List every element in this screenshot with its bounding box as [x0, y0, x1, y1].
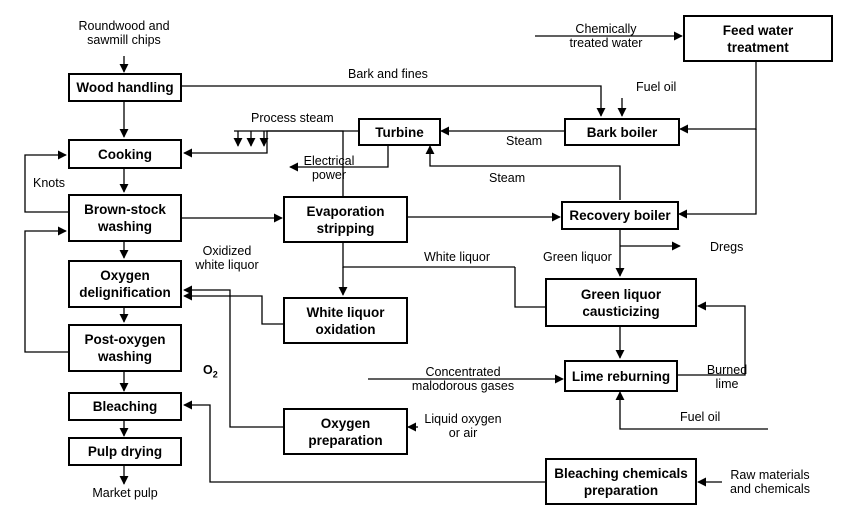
white-liquor-oxidation-node: White liquor oxidation: [283, 297, 408, 344]
green-liquor-causticizing-node: Green liquor causticizing: [545, 278, 697, 327]
turbine-node: Turbine: [358, 118, 441, 146]
wood-handling-node: Wood handling: [68, 73, 182, 102]
bleaching-chemicals-preparation-node: Bleaching chemicals preparation: [545, 458, 697, 505]
fuel-oil-label-bark: Fuel oil: [636, 80, 677, 94]
dregs-label: Dregs: [710, 240, 744, 254]
bark-boiler-node: Bark boiler: [564, 118, 680, 146]
steam-label-bark: Steam: [506, 134, 543, 148]
roundwood-label: Roundwood and sawmill chips: [78, 19, 170, 47]
chemically-treated-water-label: Chemically treated water: [569, 22, 643, 50]
raw-materials-label: Raw materials and chemicals: [730, 468, 810, 496]
o2-subscript: 2: [212, 369, 218, 380]
process-steam-label: Process steam: [251, 111, 334, 125]
lime-reburning-node: Lime reburning: [564, 360, 678, 392]
brown-stock-washing-node: Brown-stock washing: [68, 194, 182, 242]
burned-lime-label: Burned lime: [706, 363, 748, 391]
oxygen-preparation-node: Oxygen preparation: [283, 408, 408, 455]
feed-water-treatment-node: Feed water treatment: [683, 15, 833, 62]
liquid-oxygen-label: Liquid oxygen or air: [424, 412, 502, 440]
bleaching-node: Bleaching: [68, 392, 182, 421]
o2-label-text: O: [203, 363, 213, 377]
evaporation-stripping-node: Evaporation stripping: [283, 196, 408, 243]
bark-fines-label: Bark and fines: [348, 67, 428, 81]
green-liquor-label: Green liquor: [543, 250, 612, 264]
post-oxygen-washing-node: Post-oxygen washing: [68, 324, 182, 372]
fuel-oil-label-lime: Fuel oil: [680, 410, 721, 424]
oxygen-delignification-node: Oxygen delignification: [68, 260, 182, 308]
electrical-power-label: Electrical power: [303, 154, 355, 182]
steam-label-recovery: Steam: [489, 171, 526, 185]
concentrated-gases-label: Concentrated malodorous gases: [411, 365, 515, 393]
recovery-boiler-node: Recovery boiler: [561, 201, 679, 230]
o2-label: O2: [203, 363, 218, 382]
cooking-node: Cooking: [68, 139, 182, 169]
knots-label: Knots: [33, 176, 65, 190]
oxidized-white-liquor-label: Oxidized white liquor: [195, 244, 259, 272]
pulp-drying-node: Pulp drying: [68, 437, 182, 466]
market-pulp-label: Market pulp: [92, 486, 158, 500]
white-liquor-label: White liquor: [424, 250, 490, 264]
